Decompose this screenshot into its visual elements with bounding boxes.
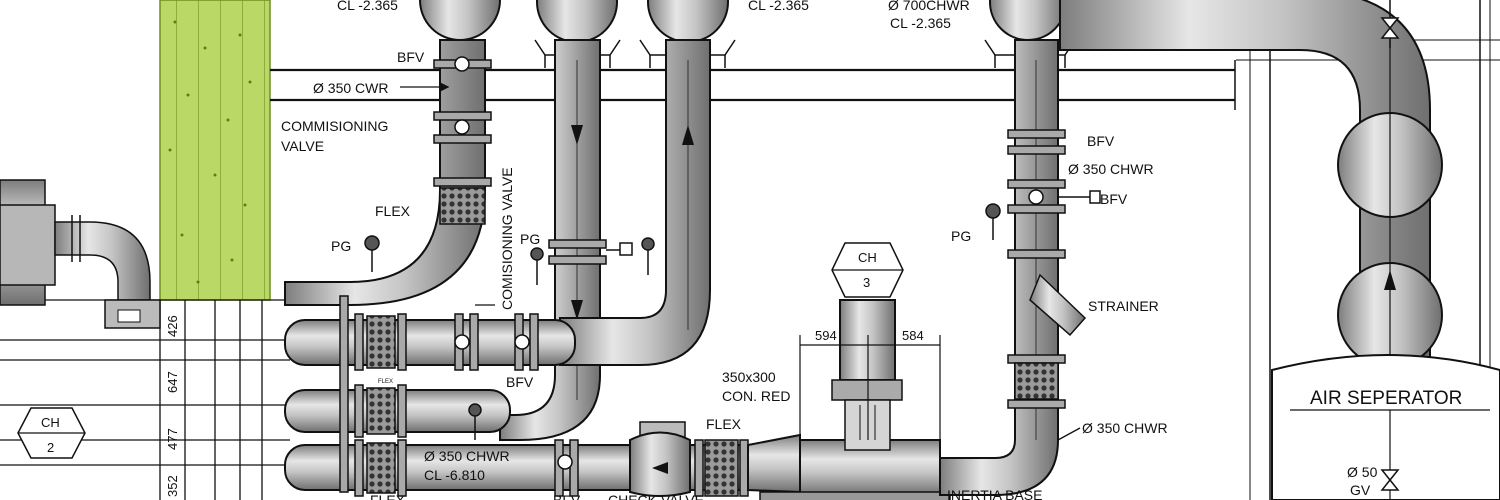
dim-594: 594 [815, 328, 837, 343]
green-wall [159, 0, 271, 301]
gv-50-label-2: GV [1350, 482, 1371, 498]
bfv-bottom-label: BFV [553, 492, 581, 500]
top-right-valve-icon [1380, 0, 1400, 48]
commissioning-valve-label-1: COMMISIONING [281, 118, 388, 134]
butterfly-valve-top-icon [454, 56, 470, 135]
valve-circles [454, 334, 573, 470]
dim-352: 352 [165, 475, 180, 497]
bfv-right-label: BFV [1087, 133, 1115, 149]
pg-left-label: PG [331, 238, 351, 254]
dim-584: 584 [902, 328, 924, 343]
pump-ch3 [747, 299, 951, 500]
cwr-350-label: Ø 350 CWR [313, 80, 388, 96]
strainer-label: STRAINER [1088, 298, 1159, 314]
pipe-chwr-right [939, 39, 1059, 496]
chwr-350-lower-right-label: Ø 350 CHWR [1082, 420, 1168, 436]
ch2-tag [17, 407, 86, 459]
cl-top-left: CL -2.365 [337, 0, 398, 13]
cl-top-right: CL -2.365 [890, 15, 951, 31]
ch2-tag-top: CH [41, 415, 60, 430]
air-separator-vessel [1271, 354, 1500, 500]
left-pump [0, 179, 161, 329]
gate-valve-50-icon [1380, 469, 1400, 491]
pipe-c [559, 39, 711, 366]
bfv-right2-label: BFV [1100, 191, 1128, 207]
flex-left-label: FLEX [375, 203, 411, 219]
check-valve-label: CHECK VALVE [608, 492, 704, 500]
flex-small-tag: FLEX [378, 379, 393, 385]
chwr-350-right-label: Ø 350 CHWR [1068, 161, 1154, 177]
pipe-hangers [534, 39, 1076, 68]
pipe-a [284, 39, 486, 306]
pressure-gauge-icons [364, 203, 1001, 440]
bfv-top-label: BFV [397, 49, 425, 65]
flex-bottom-label: FLEX [370, 492, 406, 500]
con-red-label-2: CON. RED [722, 388, 790, 404]
leader-lines [400, 81, 1081, 441]
flex-mid-label: FLEX [706, 416, 742, 432]
bfv-mid-label: BFV [506, 374, 534, 390]
ch3-tag-top: CH [858, 250, 877, 265]
right-pipe-flanges [1007, 129, 1066, 409]
flex-joint-right [1014, 362, 1059, 400]
gv-50-label-1: Ø 50 [1347, 464, 1378, 480]
con-red-label-1: 350x300 [722, 369, 776, 385]
comisioning-valve-vertical: COMISIONING VALVE [499, 167, 515, 310]
pump-dimension-lines [799, 335, 941, 440]
flex-joint-mid [704, 439, 739, 497]
dim-477: 477 [165, 428, 180, 450]
ch3-tag [831, 242, 904, 298]
wall-speckles [168, 20, 252, 284]
cl-top-mid: CL -2.365 [748, 0, 809, 13]
chwr-350-bottom-label: Ø 350 CHWR [424, 448, 510, 464]
commissioning-valve-label-2: VALVE [281, 138, 324, 154]
pg-right-label: PG [951, 228, 971, 244]
dim-647: 647 [165, 371, 180, 393]
check-valve [629, 421, 691, 497]
ch2-tag-bottom: 2 [47, 440, 54, 455]
inertia-base-label: INERTIA BASE [947, 487, 1042, 500]
chwr-700-label: Ø 700CHWR [888, 0, 970, 13]
air-separator-label: AIR SEPERATOR [1310, 388, 1462, 409]
pg-mid-label: PG [520, 231, 540, 247]
strainer-body [1029, 273, 1087, 337]
cl-bottom-label: CL -6.810 [424, 467, 485, 483]
dim-426: 426 [165, 315, 180, 337]
left-reference-lines [0, 299, 340, 500]
ch3-tag-bottom: 3 [863, 275, 870, 290]
flex-joint-a [439, 187, 486, 225]
